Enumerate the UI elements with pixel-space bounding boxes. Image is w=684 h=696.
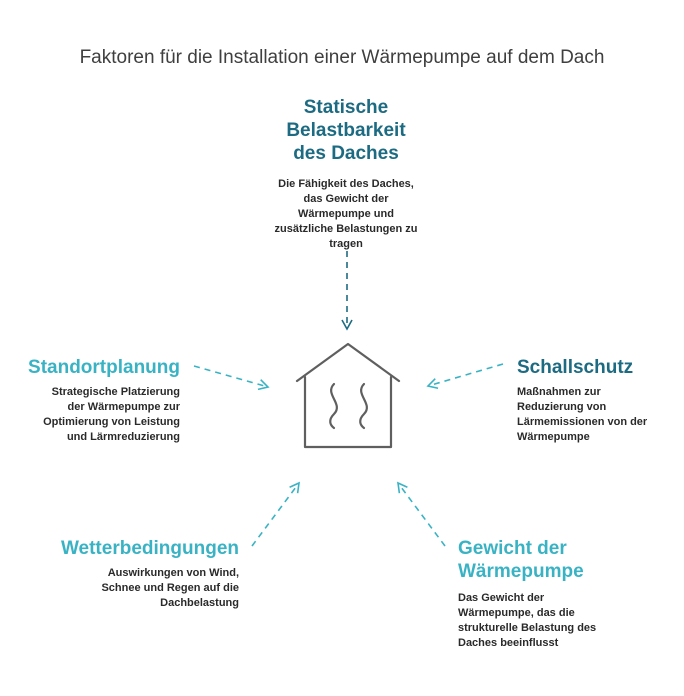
arrow-left [193,365,270,391]
factor-right-heading: Schallschutz [517,357,634,378]
factor-bottom-right-heading: Gewicht der Wärmepumpe [458,538,584,582]
factor-top-description: Die Fähigkeit des Daches, das Gewicht de… [274,178,418,250]
factor-top-heading: Statische Belastbarkeit des Daches [286,97,406,164]
house-heat-icon [295,342,401,449]
factor-right-description: Maßnahmen zur Reduzierung von Lärmemissi… [517,386,648,443]
factor-left-heading: Standortplanung [28,357,180,378]
factor-bottom-left-description: Auswirkungen von Wind, Schnee und Regen … [101,567,239,609]
arrow-bottom-right [397,481,446,547]
factor-bottom-right-description: Das Gewicht der Wärmepumpe, das die stru… [458,592,597,649]
arrow-right [426,363,504,390]
factor-bottom-left-heading: Wetterbedingungen [60,538,239,559]
factor-left-description: Strategische Platzierung der Wärmepumpe … [43,386,180,443]
page-title: Faktoren für die Installation einer Wärm… [79,47,605,68]
arrow-bottom-left [251,481,300,547]
